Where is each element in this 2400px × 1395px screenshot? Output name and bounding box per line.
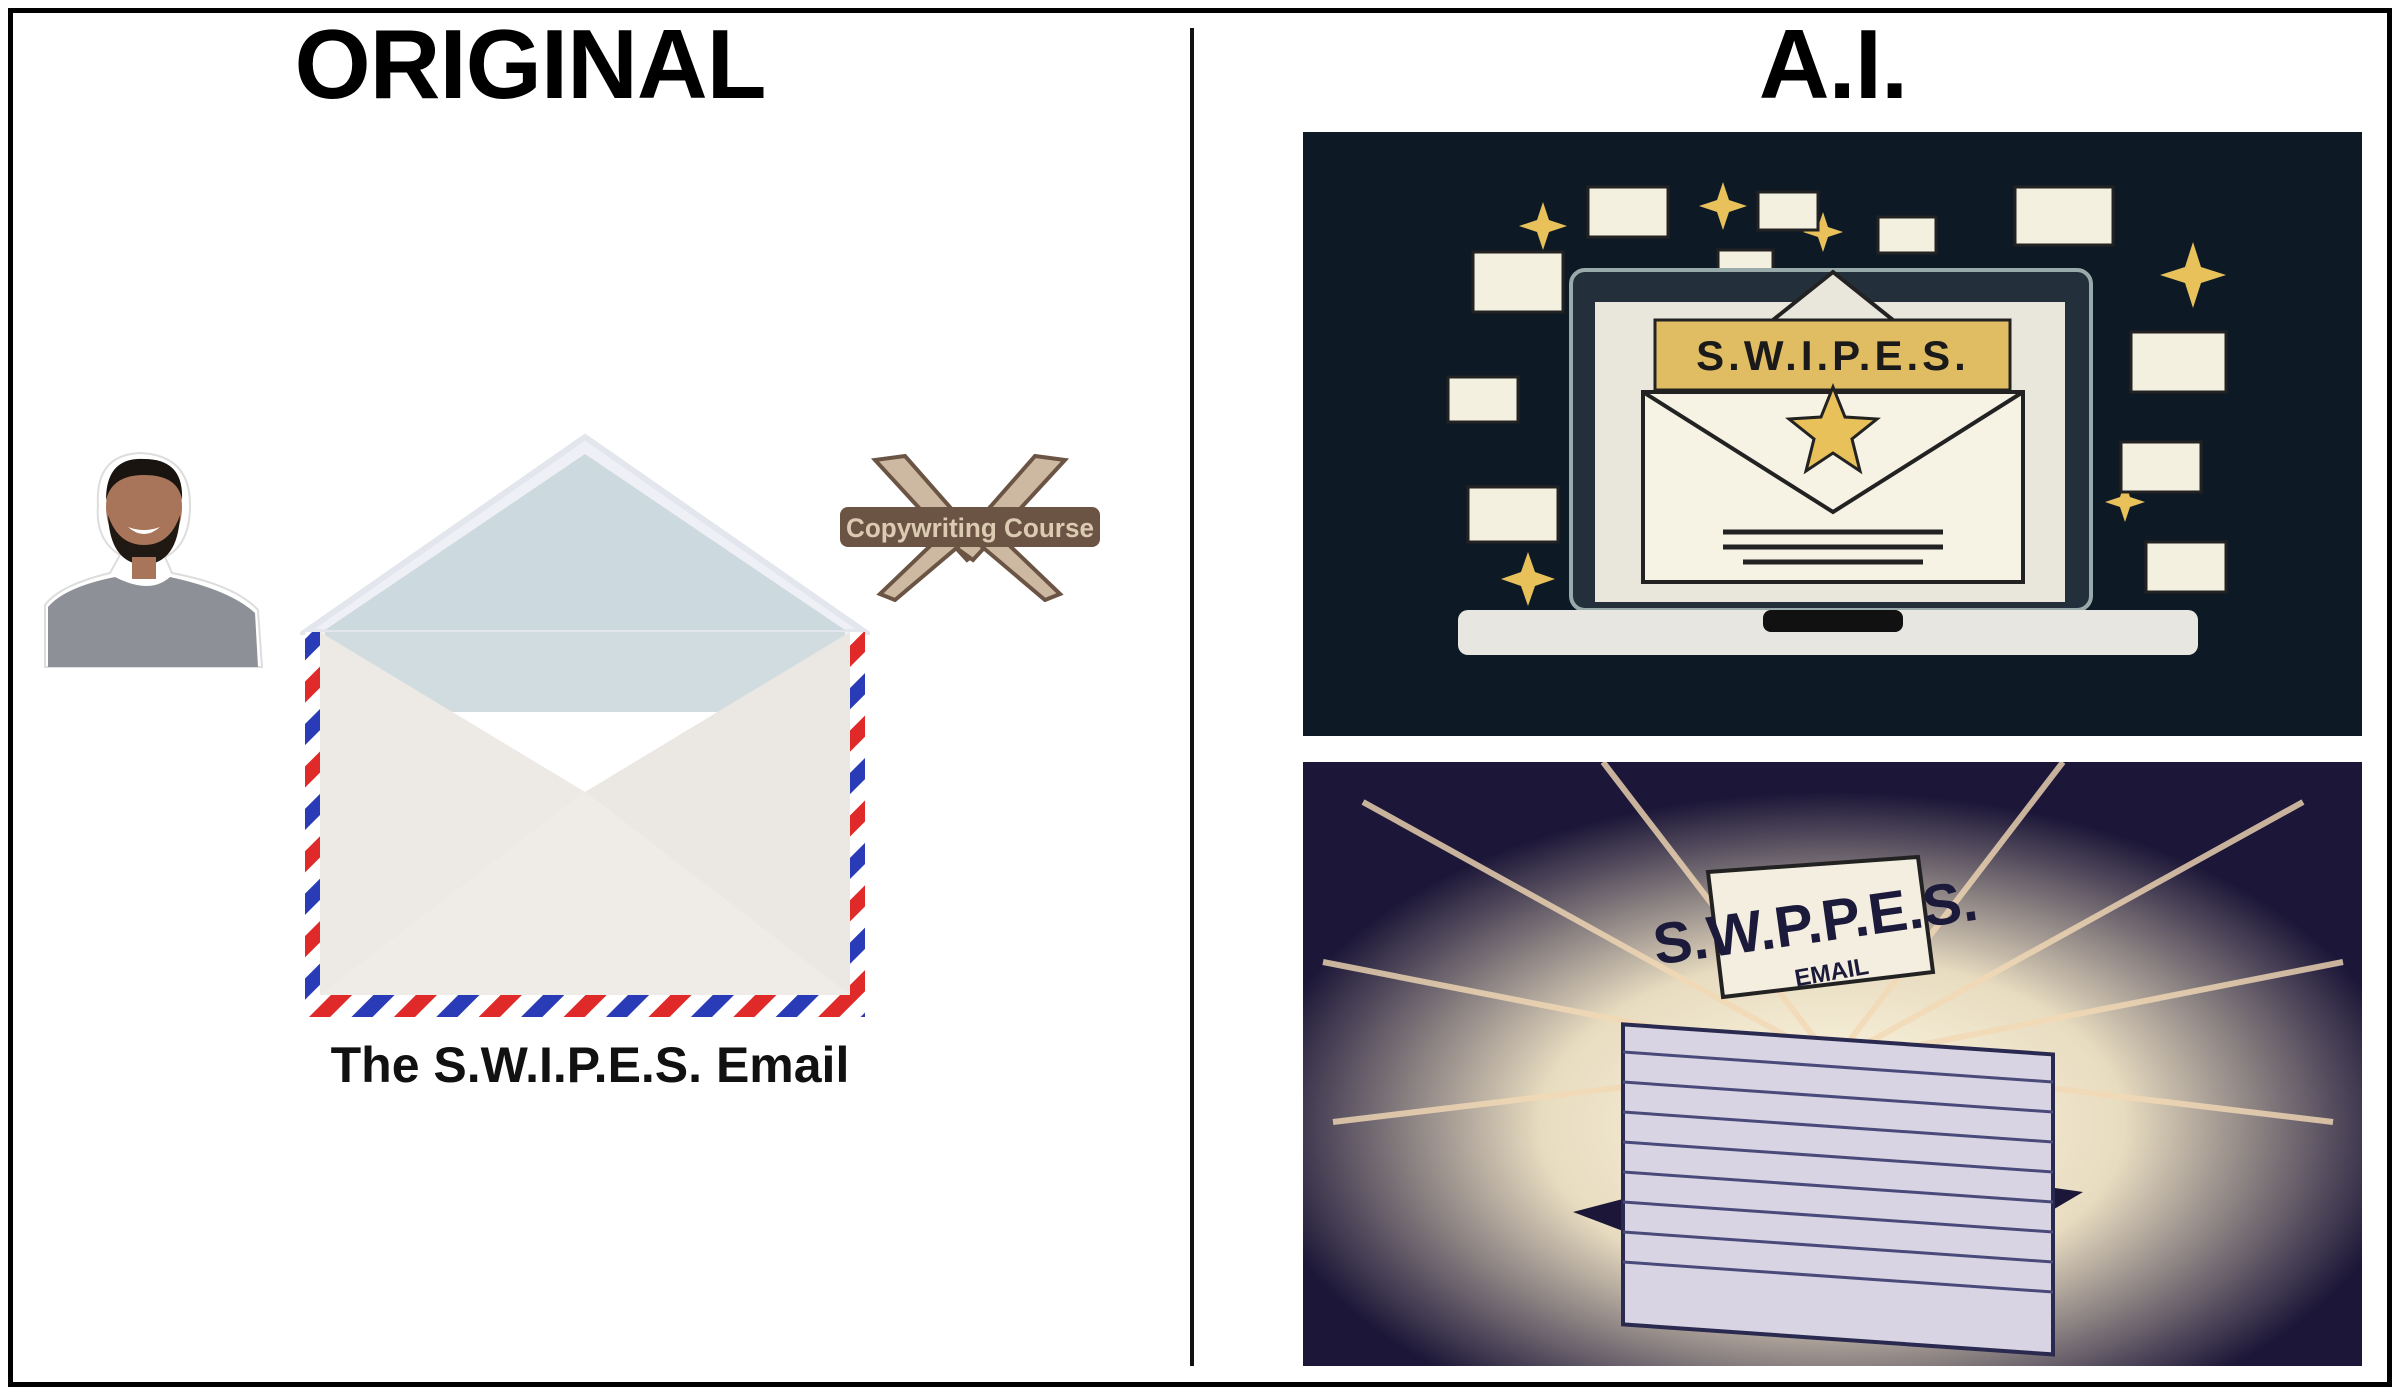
laptop-base [1458,610,2198,655]
sparkle-icons [1501,182,2226,606]
center-divider [1190,28,1194,1366]
original-caption: The S.W.I.P.E.S. Email [330,1037,850,1093]
person-photo [44,451,264,668]
ai-image-email-stack: S.W.P.P.E.S. EMAIL [1303,762,2362,1366]
svg-text:Copywriting Course: Copywriting Course [846,513,1094,543]
original-heading: ORIGINAL [294,9,766,119]
floating-envelope-icons [1446,185,2228,594]
outer-frame [8,8,2392,1387]
swipes-banner-text: S.W.I.P.E.S. [1696,332,1970,379]
star-badge-icon [1785,382,1881,475]
copywriting-course-logo: Copywriting Course [840,453,1100,602]
ai-heading: A.I. [1758,9,1908,119]
airmail-envelope [300,433,870,1017]
paper-stack [1621,1022,2055,1357]
swppes-card [1705,854,1936,1000]
ai-image-laptop-email: S.W.I.P.E.S. [1303,132,2362,736]
